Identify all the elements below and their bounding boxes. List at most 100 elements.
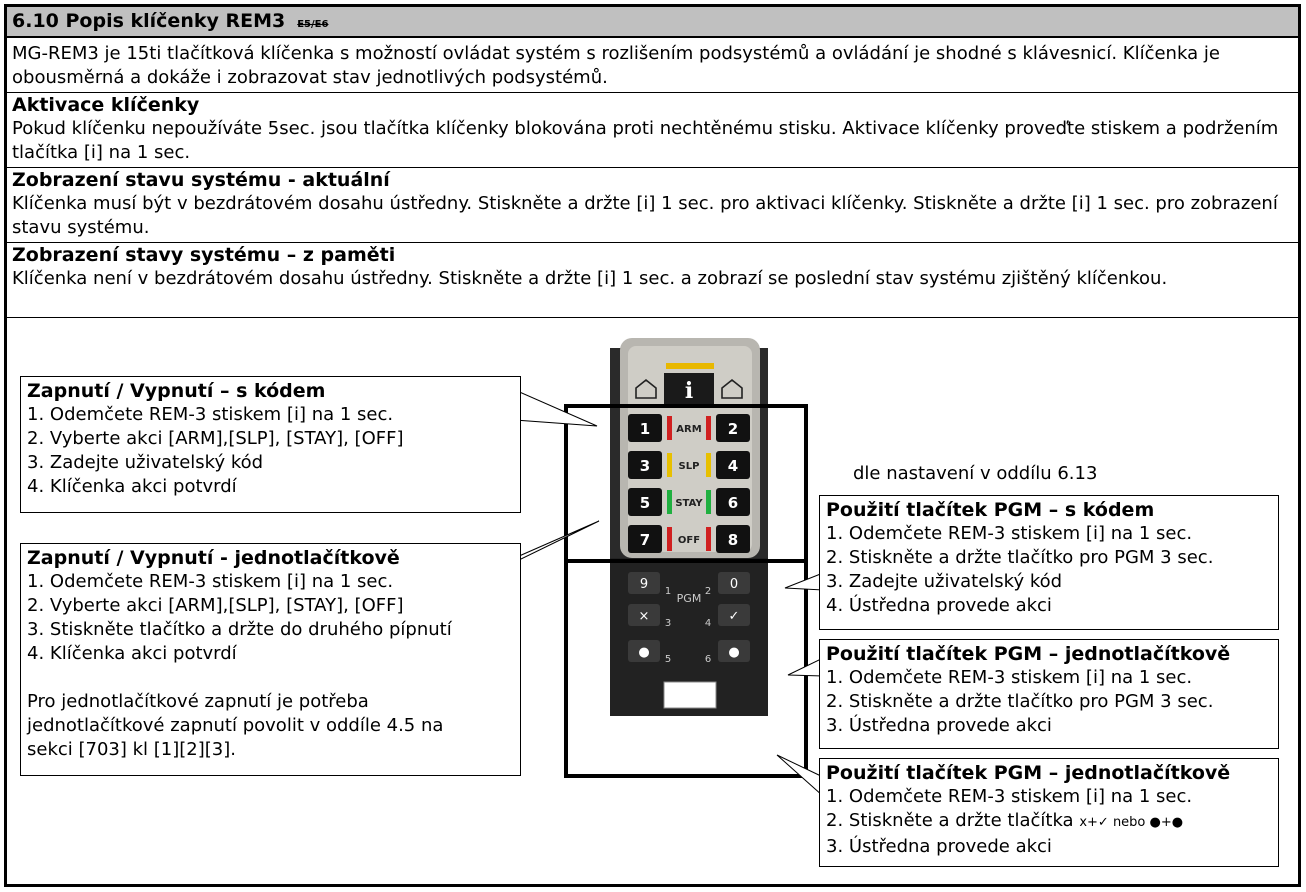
activation-text: Pokud klíčenku nepoužíváte 5sec. jsou tl… bbox=[12, 118, 1279, 163]
callout-note: jednotlačítkové zapnutí povolit v oddíle… bbox=[27, 715, 444, 736]
remote-key bbox=[716, 414, 750, 442]
callout-pointer bbox=[509, 520, 600, 561]
callout-line: 2. Vyberte akci [ARM],[SLP], [STAY], [OF… bbox=[27, 428, 404, 449]
key-combo-text: x+✓ nebo ●+● bbox=[1079, 815, 1184, 830]
callout-arm-code: Zapnutí / Vypnutí – s kódem 1. Odemčete … bbox=[20, 376, 521, 513]
callout-title: Zapnutí / Vypnutí – s kódem bbox=[27, 380, 326, 402]
pgm-key bbox=[718, 604, 750, 626]
callout-title: Použití tlačítek PGM – s kódem bbox=[826, 499, 1155, 521]
pgm-key-label: ✓ bbox=[729, 609, 740, 624]
status-led bbox=[667, 490, 672, 514]
callout-line: 2. Stiskněte a držte tlačítko pro PGM 3 … bbox=[826, 691, 1214, 712]
arm-mode-label: SLP bbox=[679, 461, 700, 472]
pgm-number: 3 bbox=[665, 618, 671, 629]
home-icon-2 bbox=[721, 378, 743, 399]
callout-pgm-onetouch-combo: Použití tlačítek PGM – jednotlačítkově 1… bbox=[819, 758, 1279, 867]
intro-section: MG-REM3 je 15ti tlačítková klíčenka s mo… bbox=[7, 40, 1298, 93]
callout-line: 4. Klíčenka akci potvrdí bbox=[27, 643, 237, 664]
callout-title: Použití tlačítek PGM – jednotlačítkově bbox=[826, 762, 1231, 784]
remote-key-label: 5 bbox=[640, 494, 650, 512]
remote-key-label: 1 bbox=[640, 420, 650, 438]
model-code: E5/E6 bbox=[297, 19, 329, 30]
callout-arm-onetouch: Zapnutí / Vypnutí - jednotlačítkově 1. O… bbox=[20, 543, 521, 776]
remote-key bbox=[628, 451, 662, 479]
activation-title: Aktivace klíčenky bbox=[12, 94, 200, 116]
pgm-key-label: × bbox=[639, 609, 650, 624]
intro-text: MG-REM3 je 15ti tlačítková klíčenka s mo… bbox=[12, 43, 1220, 88]
callout-line: 3. Zadejte uživatelský kód bbox=[27, 452, 264, 473]
callout-line: 2. Stiskněte a držte tlačítko pro PGM 3 … bbox=[826, 547, 1214, 568]
arm-mode-label: STAY bbox=[675, 498, 703, 509]
status-current-section: Zobrazení stavu systému - aktuální Klíče… bbox=[7, 168, 1298, 243]
remote-key-label: 3 bbox=[640, 457, 650, 475]
remote-key-label: 6 bbox=[728, 494, 738, 512]
callout-line: 1. Odemčete REM-3 stiskem [i] na 1 sec. bbox=[826, 786, 1193, 807]
status-led bbox=[667, 453, 672, 477]
pgm-key bbox=[628, 572, 660, 594]
pgm-number: 4 bbox=[705, 618, 711, 629]
status-led bbox=[706, 527, 711, 551]
callout-line: 3. Zadejte uživatelský kód bbox=[826, 571, 1063, 592]
arm-mode-label: OFF bbox=[678, 535, 700, 546]
pgm-key-label: ● bbox=[638, 645, 649, 660]
pgm-key bbox=[718, 572, 750, 594]
callout-line: 1. Odemčete REM-3 stiskem [i] na 1 sec. bbox=[826, 667, 1193, 688]
callout-line: 3. Ústředna provede akci bbox=[826, 715, 1052, 736]
remote-key bbox=[628, 488, 662, 516]
pgm-number: 6 bbox=[705, 654, 711, 665]
callout-note: sekci [703] kl [1][2][3]. bbox=[27, 739, 236, 760]
info-key: i bbox=[685, 378, 693, 404]
status-led bbox=[706, 490, 711, 514]
pgm-number: 5 bbox=[665, 654, 671, 665]
remote-key-label: 8 bbox=[728, 531, 738, 549]
remote-key bbox=[628, 414, 662, 442]
callout-line: 1. Odemčete REM-3 stiskem [i] na 1 sec. bbox=[826, 523, 1193, 544]
activation-section: Aktivace klíčenky Pokud klíčenku nepouží… bbox=[7, 93, 1298, 168]
status-memory-text: Klíčenka není v bezdrátovém dosahu ústře… bbox=[12, 268, 1168, 289]
callout-title: Zapnutí / Vypnutí - jednotlačítkově bbox=[27, 547, 400, 569]
status-memory-section: Zobrazení stavy systému – z paměti Klíče… bbox=[7, 243, 1298, 318]
remote-key-label: 2 bbox=[728, 420, 738, 438]
home-icon-1 bbox=[635, 378, 657, 399]
page-frame bbox=[4, 4, 1301, 887]
remote-key bbox=[716, 451, 750, 479]
callout-line: 1. Odemčete REM-3 stiskem [i] na 1 sec. bbox=[27, 404, 394, 425]
callout-note: Pro jednotlačítkové zapnutí je potřeba bbox=[27, 691, 369, 712]
pgm-key bbox=[628, 604, 660, 626]
callout-line: 4. Ústředna provede akci bbox=[826, 595, 1052, 616]
pgm-key-label: ● bbox=[728, 645, 739, 660]
pgm-key bbox=[628, 640, 660, 662]
pgm-key bbox=[718, 640, 750, 662]
pgm-number: 2 bbox=[705, 586, 711, 597]
status-memory-title: Zobrazení stavy systému – z paměti bbox=[12, 244, 396, 266]
callout-line: 2. Stiskněte a držte tlačítka x+✓ nebo ●… bbox=[826, 810, 1184, 831]
pgm-label: PGM bbox=[677, 592, 702, 605]
settings-note: dle nastavení v oddílu 6.13 bbox=[853, 463, 1098, 484]
callout-line: 3. Ústředna provede akci bbox=[826, 836, 1052, 857]
callout-pgm-code: Použití tlačítek PGM – s kódem 1. Odemče… bbox=[819, 495, 1279, 630]
status-led bbox=[667, 527, 672, 551]
remote-key bbox=[628, 525, 662, 553]
callout-line: 2. Vyberte akci [ARM],[SLP], [STAY], [OF… bbox=[27, 595, 404, 616]
callout-line: 1. Odemčete REM-3 stiskem [i] na 1 sec. bbox=[27, 571, 394, 592]
remote-key-label: 4 bbox=[728, 457, 738, 475]
pgm-key-label: 0 bbox=[730, 577, 738, 592]
remote-key bbox=[716, 488, 750, 516]
callout-line: 4. Klíčenka akci potvrdí bbox=[27, 476, 237, 497]
arm-mode-label: ARM bbox=[676, 424, 701, 435]
callout-line: 3. Stiskněte tlačítko a držte do druhého… bbox=[27, 619, 452, 640]
pgm-key-label: 9 bbox=[640, 577, 648, 592]
status-led bbox=[667, 416, 672, 440]
remote-key bbox=[716, 525, 750, 553]
remote-key-label: 7 bbox=[640, 531, 650, 549]
callout-pgm-onetouch: Použití tlačítek PGM – jednotlačítkově 1… bbox=[819, 639, 1279, 749]
callout-title: Použití tlačítek PGM – jednotlačítkově bbox=[826, 643, 1231, 665]
pgm-number: 1 bbox=[665, 586, 671, 597]
status-current-text: Klíčenka musí být v bezdrátovém dosahu ú… bbox=[12, 193, 1278, 238]
status-current-title: Zobrazení stavu systému - aktuální bbox=[12, 169, 390, 191]
status-led bbox=[706, 453, 711, 477]
